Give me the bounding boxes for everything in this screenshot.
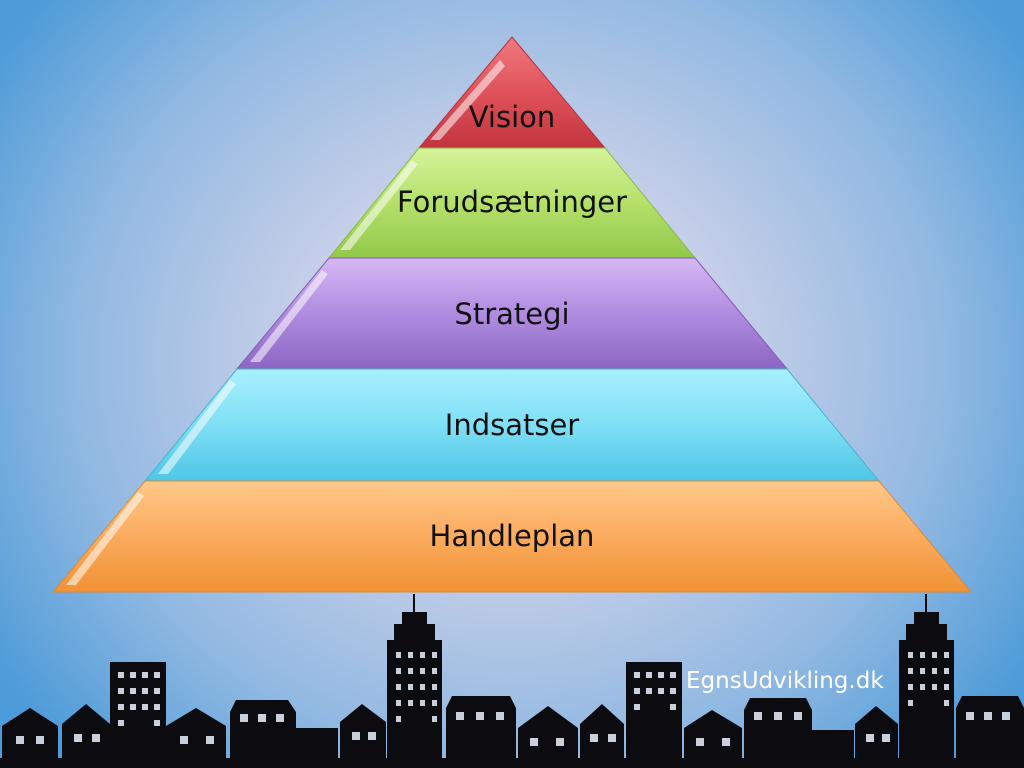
label-strategi: Strategi <box>454 297 570 331</box>
brand-text: EgnsUdvikling.dk <box>686 668 884 694</box>
pyramid-level-handleplan <box>51 480 973 593</box>
label-handleplan: Handleplan <box>429 519 595 553</box>
label-forudsaetninger: Forudsætninger <box>396 185 628 219</box>
label-vision: Vision <box>468 100 556 134</box>
label-indsatser: Indsatser <box>444 408 580 442</box>
